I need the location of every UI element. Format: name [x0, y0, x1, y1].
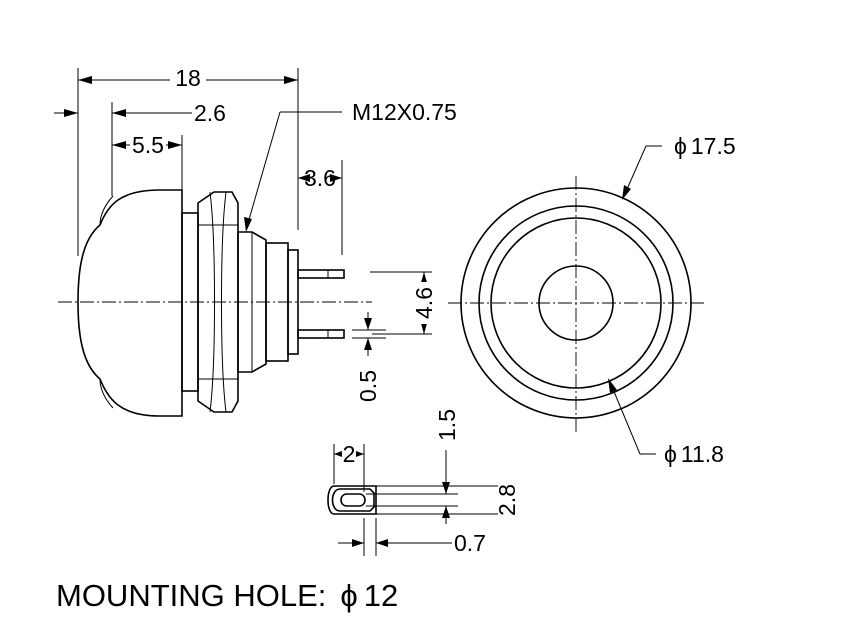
arrow: [352, 539, 364, 547]
arrow: [298, 174, 310, 182]
arrow: [244, 217, 252, 232]
terminal-tab-inner: [331, 488, 375, 512]
diameter-symbol: ϕ: [664, 441, 677, 467]
diameter-symbol: ϕ: [340, 578, 357, 613]
dim-label-tab-width: 2: [343, 441, 356, 467]
arrow: [442, 482, 450, 494]
dim-label-tab-hole-height: 1.5: [434, 409, 460, 441]
label-backdrop: [498, 480, 520, 520]
arrow: [442, 506, 450, 518]
arrow: [334, 451, 342, 457]
arrow: [608, 378, 617, 393]
arrow: [284, 76, 298, 84]
diameter-symbol: ϕ: [674, 133, 687, 159]
arrow: [622, 185, 631, 200]
arrow: [330, 174, 342, 182]
hex-nut: [197, 191, 239, 413]
arrow: [356, 451, 364, 457]
inner-diameter-leader: [609, 381, 641, 455]
dim-label-terminal-thickness: 0.5: [355, 370, 381, 402]
rear-base: [287, 249, 299, 355]
dim-label-thread: M12X0.75: [352, 99, 457, 125]
dim-label-terminal-length: 3.6: [304, 165, 336, 191]
label-backdrop: [412, 282, 436, 324]
center-circle: [538, 265, 614, 341]
arrow: [376, 539, 388, 547]
side-view-dimensions: 18 2.6 5.5 M12X0.75 3.6 4.6: [54, 64, 457, 402]
side-view: [58, 189, 372, 417]
terminal-tab-slot: [340, 493, 366, 507]
arrow: [364, 318, 372, 330]
nut-chamfer: [209, 191, 227, 413]
arrow: [112, 141, 126, 149]
terminal-lower: [297, 329, 345, 339]
button-face: [490, 217, 662, 389]
terminal-tab-outline: [327, 485, 377, 515]
dome-cap-edge: [99, 195, 114, 409]
dim-label-dome-length: 5.5: [132, 132, 164, 158]
dome-cap: [77, 189, 183, 417]
mounting-hole-value: 12: [364, 578, 398, 613]
inner-diameter-value: 11.8: [681, 441, 724, 467]
thread-leader: [245, 111, 281, 231]
arrow: [78, 76, 92, 84]
arrow: [168, 141, 182, 149]
dim-label-dome-offset: 2.6: [194, 100, 226, 126]
label-backdrop: [170, 64, 206, 90]
middle-ring: [478, 205, 674, 401]
arrow: [64, 109, 78, 117]
terminal-upper: [297, 269, 345, 279]
terminal-tab-detail: 2 1.5 2.8 0.7: [327, 409, 520, 556]
outer-diameter-value: 17.5: [691, 133, 736, 159]
dim-label-tab-height: 2.8: [494, 484, 520, 516]
dim-label-terminal-spacing: 4.6: [411, 287, 437, 319]
arrow: [112, 109, 126, 117]
dim-label-tab-gap: 0.7: [454, 530, 486, 556]
mounting-hole-label: MOUNTING HOLE:: [56, 578, 326, 613]
dim-label-overall-length: 18: [175, 65, 201, 91]
outer-ring: [460, 187, 692, 419]
arrow: [364, 338, 372, 350]
